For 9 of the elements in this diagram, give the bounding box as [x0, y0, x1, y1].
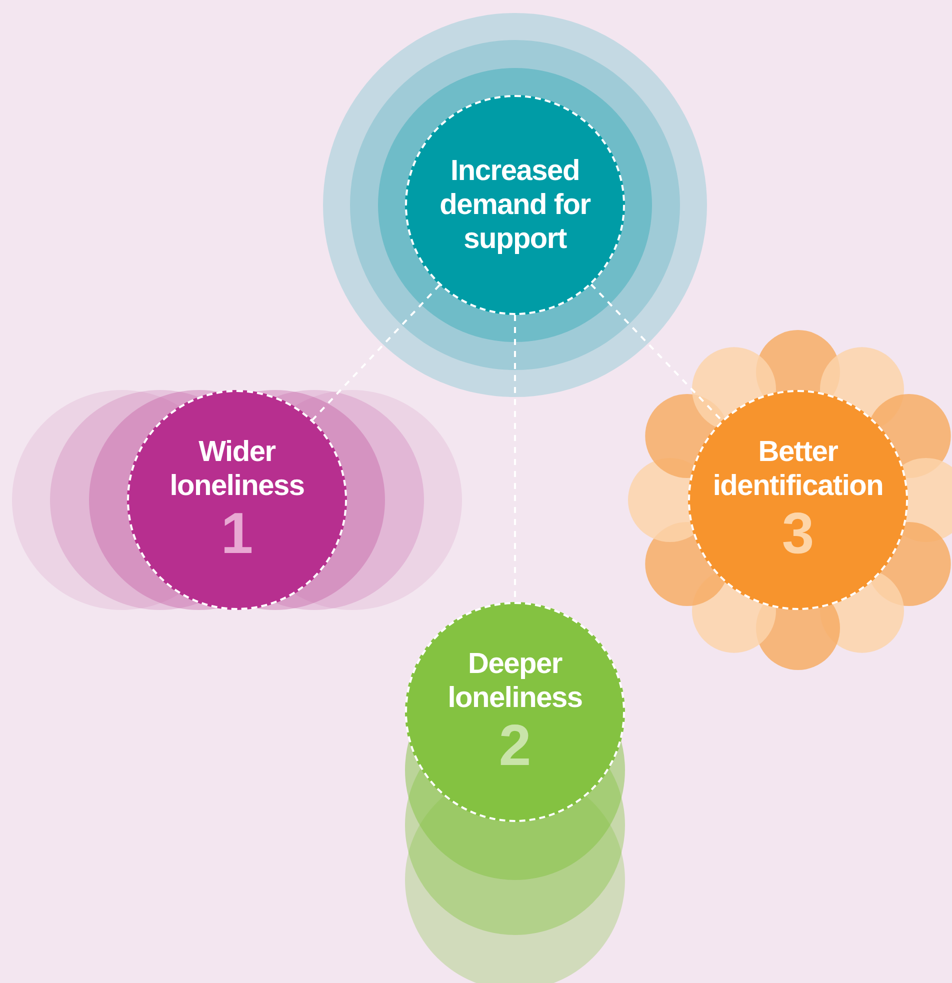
node-number: 1 — [220, 503, 254, 565]
node-title: Deeper loneliness — [446, 647, 584, 715]
connector-line — [590, 284, 723, 422]
node-title: Increased demand for support — [438, 154, 592, 256]
node-title: Better identification — [712, 435, 884, 503]
node-number: 3 — [782, 503, 814, 565]
connector-line — [312, 284, 440, 421]
node-number: 2 — [498, 715, 532, 777]
node-title: Wider loneliness — [168, 435, 306, 503]
